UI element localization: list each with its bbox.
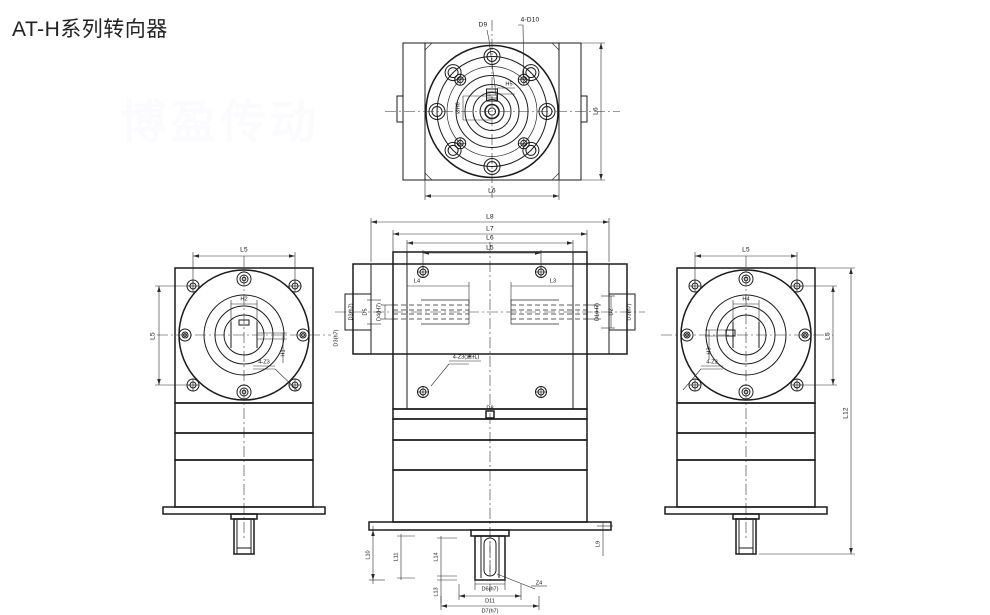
dim-d7-label: D7(h7) [481, 608, 498, 614]
dim-l11-label: L11 [393, 553, 399, 562]
dim-d6-label: D6(h7) [481, 586, 498, 592]
dim-d4: D4(H7) [376, 303, 395, 321]
dim-z3: 4-Z3 [682, 359, 723, 391]
dim-l10: L10 [365, 526, 385, 584]
dim-l6-bottom: L6 [424, 180, 560, 200]
dim-h5-label: H5 [505, 81, 512, 87]
dim-l6-bottom-label: L6 [488, 188, 496, 195]
dim-h1-label: H1 [280, 349, 286, 356]
dim-h6-label: ØH6 [455, 102, 461, 114]
dim-d9-label: D9 [479, 22, 488, 29]
dim-l8: L8 [370, 214, 610, 262]
dim-l4: L4 [406, 278, 470, 304]
right-side-view: L5 L5 H4 H3 4-Z3 L12 [655, 238, 870, 578]
dim-d2: D2 [601, 295, 615, 329]
dim-d5-label: D5 [362, 308, 368, 315]
dim-l14: L14 [433, 536, 457, 578]
dim-d3-right-label: D3(h7) [626, 303, 632, 320]
dim-l6-right-label: L6 [593, 107, 600, 115]
dim-d10: 4-D10 [518, 17, 540, 75]
dim-h3-label: H3 [706, 347, 712, 354]
left-side-view: L5 L5 H2 H1 4-Z3 D3(h7) [135, 238, 350, 578]
dim-l12: L12 [759, 267, 855, 555]
dim-d1-label: D1(H7) [594, 303, 600, 321]
dim-h4-label: H4 [742, 296, 749, 302]
dim-d9: D9 [479, 22, 498, 103]
dim-l13-label: L13 [433, 587, 439, 596]
dim-l5: L5 [422, 245, 542, 268]
dim-d3-left-label: D3(h7) [348, 303, 354, 320]
dim-l5-top-label: L5 [742, 247, 750, 254]
dim-d11-label: D11 [485, 598, 495, 604]
dim-z3-label: 4-Z3 [258, 359, 270, 365]
top-view: D9 4-D10 H5 ØH6 L6 L6 [385, 8, 620, 208]
front-main-view: L8 L7 L6 L5 L4 L3 D3(h7) [335, 212, 645, 614]
dim-l5-top: L5 [192, 247, 296, 284]
dim-z4-label: Z4 [536, 580, 543, 586]
dim-l5-left: L5 [150, 285, 191, 386]
dim-d4-label: D4(H7) [376, 303, 382, 321]
dim-l8-label: L8 [486, 214, 494, 221]
page-title: AT-H系列转向器 [12, 18, 168, 41]
dim-h3: H3 [705, 329, 735, 360]
dim-d11: D11 [458, 584, 522, 604]
dim-l12-label: L12 [843, 407, 850, 419]
dim-d6: D6(h7) [474, 578, 506, 592]
dim-d10-label: 4-D10 [521, 17, 540, 24]
dim-l11: L11 [393, 534, 415, 580]
dim-l5-right: L5 [799, 285, 837, 386]
dim-l14-label: L14 [433, 552, 439, 561]
dim-h1: H1 [257, 332, 287, 363]
dim-d5: D5 [362, 299, 381, 325]
dim-h5: H5 [497, 81, 515, 95]
dim-l7: L7 [392, 226, 588, 252]
dim-z3-through: 4-Z3(通孔) [430, 352, 481, 387]
dim-l5-top: L5 [694, 247, 798, 284]
dim-l5-right-label: L5 [825, 332, 832, 340]
dim-z3: 4-Z3 [253, 359, 298, 391]
dim-l9-label: L9 [595, 541, 601, 547]
dim-l3-label: L3 [550, 278, 556, 284]
dim-l5-top-label: L5 [240, 247, 248, 254]
dim-d7: D7(h7) [440, 596, 540, 614]
dim-l6-right: L6 [581, 42, 605, 181]
dim-z3-label: 4-Z3 [706, 359, 718, 365]
dim-l6: L6 [406, 235, 574, 252]
tapped-hole-group-inner [454, 73, 530, 150]
dim-z3-label: 4-Z3(通孔) [453, 352, 480, 360]
dim-d3-label: D3(h7) [333, 329, 339, 346]
dim-d1: D1(H7) [585, 303, 601, 321]
dim-l5-label: L5 [486, 245, 494, 252]
dim-l3: L3 [510, 278, 574, 304]
dim-l4-label: L4 [414, 278, 420, 284]
dim-d2-label: D2 [608, 308, 614, 315]
dim-h2: H2 [230, 296, 258, 322]
dim-l6-label: L6 [486, 235, 494, 242]
dim-d8-label: D8 [486, 405, 493, 411]
dim-l13: L13 [433, 578, 457, 604]
dim-l5-left-label: L5 [150, 332, 157, 340]
dim-l10-label: L10 [365, 550, 371, 559]
mounting-screws [417, 266, 547, 398]
dim-l9: L9 [595, 522, 613, 556]
dim-h2-label: H2 [240, 296, 247, 302]
dim-h6: ØH6 [455, 95, 491, 121]
dim-z4: Z4 [496, 573, 547, 590]
dim-l7-label: L7 [486, 226, 494, 233]
dim-d8: D8 [485, 405, 495, 419]
dim-h4: H4 [732, 296, 760, 322]
